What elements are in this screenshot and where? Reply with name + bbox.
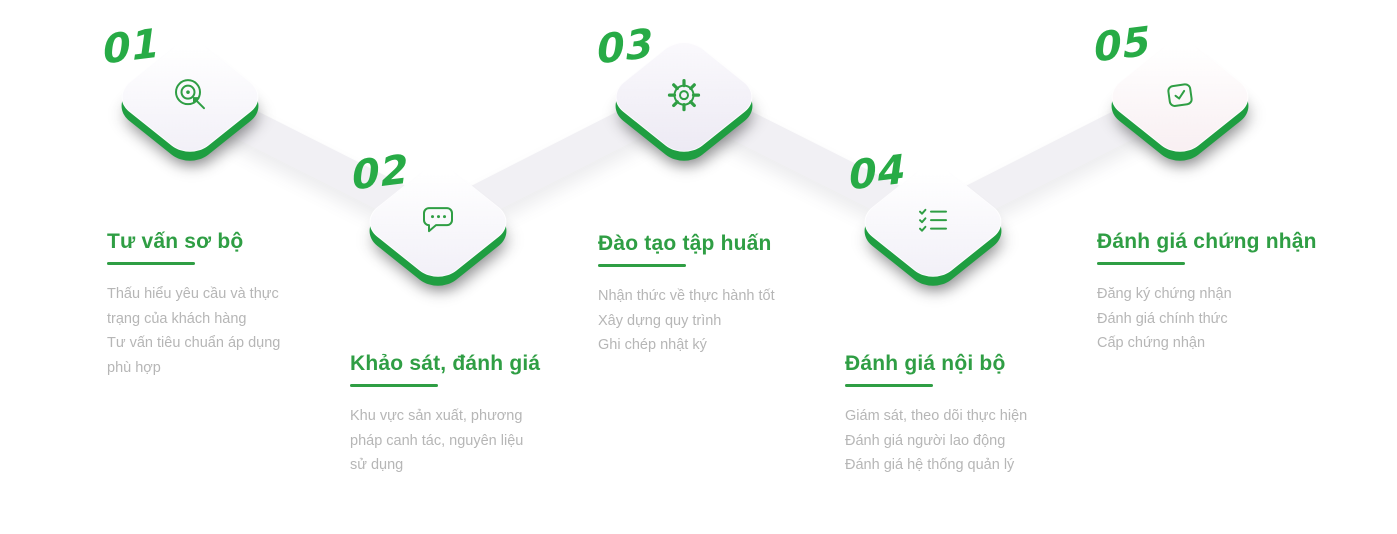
step-title: Đánh giá chứng nhận (1097, 230, 1317, 253)
connector-ribbon (925, 81, 1188, 237)
step-text: Khảo sát, đánh giá Khu vực sản xuất, phư… (350, 352, 605, 478)
step-description: Đăng ký chứng nhận Đánh giá chính thức C… (1097, 286, 1232, 352)
connector-ribbon (182, 80, 447, 238)
step-text: Đánh giá nội bộ Giám sát, theo dõi thực … (845, 352, 1100, 478)
step-number: 01 (102, 20, 162, 74)
step-description: Thấu hiểu yêu cầu và thực trạng của khác… (107, 286, 281, 376)
step-title: Tư vấn sơ bộ (107, 230, 244, 253)
title-underline (845, 384, 933, 387)
step-title: Đánh giá nội bộ (845, 352, 1006, 375)
step-description: Giám sát, theo dõi thực hiện Đánh giá ng… (845, 408, 1028, 474)
title-underline (350, 384, 438, 387)
step-text: Đánh giá chứng nhận Đăng ký chứng nhận Đ… (1097, 230, 1352, 356)
step-number: 05 (1093, 18, 1153, 72)
step-number: 03 (596, 20, 656, 74)
title-underline (1097, 262, 1185, 265)
connector-ribbon (676, 81, 941, 237)
step-text: Đào tạo tập huấn Nhận thức về thực hành … (598, 232, 853, 358)
title-underline (107, 262, 195, 265)
step-title: Đào tạo tập huấn (598, 232, 772, 255)
connector-ribbon (430, 80, 693, 238)
step-text: Tư vấn sơ bộ Thấu hiểu yêu cầu và thực t… (107, 230, 362, 381)
step-description: Nhận thức về thực hành tốt Xây dựng quy … (598, 288, 775, 354)
step-title: Khảo sát, đánh giá (350, 352, 541, 375)
step-description: Khu vực sản xuất, phương pháp canh tác, … (350, 408, 524, 474)
title-underline (598, 264, 686, 267)
